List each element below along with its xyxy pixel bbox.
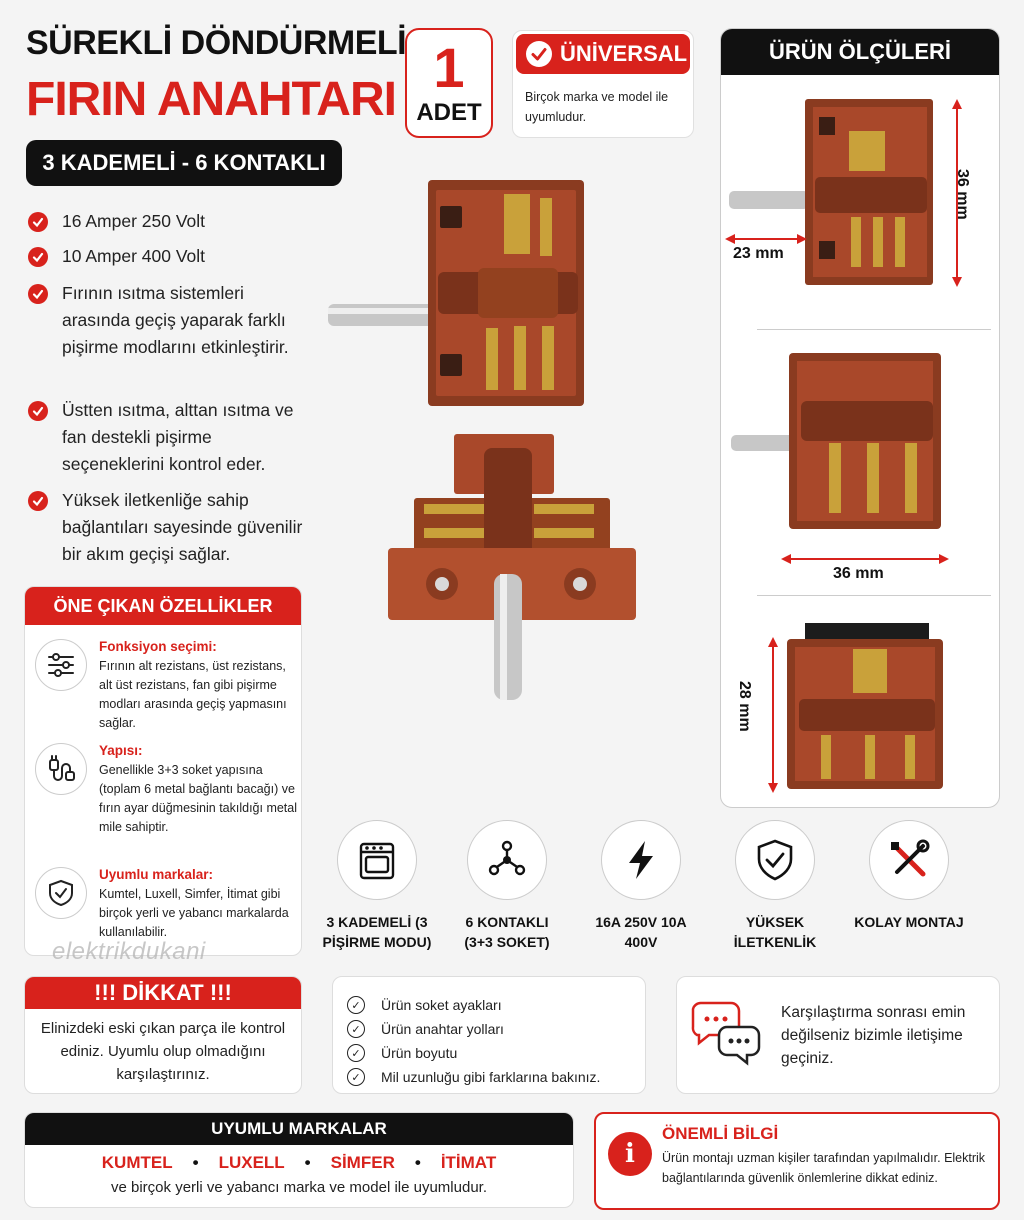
feature-title: Yapısı: [99,743,143,758]
dimension-shaft-label: 23 mm [733,245,784,262]
spec-item-conductivity: YÜKSEK İLETKENLİK [720,820,830,952]
brands-note: ve birçok yerli ve yabancı marka ve mode… [111,1179,487,1196]
bullet-item: Üstten ısıtma, alttan ısıtma ve fan dest… [28,397,300,478]
divider [757,329,991,330]
feature-title: Uyumlu markalar: [99,867,214,882]
brands-title: UYUMLU MARKALAR [25,1113,573,1145]
universal-text: Birçok marka ve model ile uyumludur. [525,90,669,124]
contact-text: Karşılaştırma sonrası emin değilseniz bi… [781,1004,966,1067]
info-icon: i [608,1132,652,1176]
check-icon: ✓ [347,1044,365,1062]
dimensions-title: ÜRÜN ÖLÇÜLERİ [721,29,999,75]
features-panel: ÖNE ÇIKAN ÖZELLİKLER Fonksiyon seçimi: F… [24,586,302,956]
contact-panel: Karşılaştırma sonrası emin değilseniz bi… [676,976,1000,1094]
feature-item: Uyumlu markalar: Kumtel, Luxell, Simfer,… [35,867,297,942]
bullet-item: Yüksek iletkenliğe sahip bağlantıları sa… [28,487,318,568]
spec-label: KOLAY MONTAJ [854,914,964,930]
title-line-1: SÜREKLİ DÖNDÜRMELİ [26,24,407,62]
bullet-text: Üstten ısıtma, alttan ısıtma ve fan dest… [62,400,294,474]
brand-name: İTİMAT [440,1153,497,1172]
spec-item-mounting: KOLAY MONTAJ [854,820,964,932]
plug-icon [35,743,87,795]
check-icon: ✓ [347,1020,365,1038]
sliders-icon [35,639,87,691]
feature-text: Fırının alt rezistans, üst rezistans, al… [99,659,287,730]
oven-icon [337,820,417,900]
brand-name: KUMTEL [101,1153,173,1172]
check-icon [28,247,48,267]
info-title: ÖNEMLİ BİLGİ [662,1124,779,1143]
comparison-checklist: ✓Ürün soket ayakları ✓Ürün anahtar yolla… [332,976,646,1094]
feature-title: Fonksiyon seçimi: [99,639,217,654]
warning-panel: !!! DİKKAT !!! Elinizdeki eski çıkan par… [24,976,302,1094]
bullet-text: Fırının ısıtma sistemleri arasında geçiş… [62,283,289,357]
universal-header: ÜNİVERSAL [516,34,690,74]
check-icon: ✓ [347,996,365,1014]
check-icon: ✓ [347,1068,365,1086]
shield-check-icon [35,867,87,919]
checklist-item: ✓Ürün boyutu [347,1041,645,1065]
checklist-item: ✓Ürün soket ayakları [347,993,645,1017]
dimensions-panel: ÜRÜN ÖLÇÜLERİ 23 mm 36 mm 36 mm [720,28,1000,808]
brand-separator: • [414,1153,421,1172]
watermark-text: elektrikdukani [52,938,206,965]
title-line-2: FIRIN ANAHTARI [26,73,397,126]
important-info-panel: i ÖNEMLİ BİLGİ Ürün montajı uzman kişile… [594,1112,1000,1210]
feature-text: Genellikle 3+3 soket yapısına (toplam 6 … [99,763,298,834]
brand-name: LUXELL [218,1153,285,1172]
quantity-number: 1 [433,36,465,99]
brands-panel: UYUMLU MARKALAR KUMTEL • LUXELL • SİMFER… [24,1112,574,1208]
dimension-image-front [725,99,962,287]
check-icon [28,284,48,304]
features-title: ÖNE ÇIKAN ÖZELLİKLER [25,587,301,625]
bullet-item: 16 Amper 250 Volt [28,208,328,235]
tools-icon [869,820,949,900]
brand-separator: • [192,1153,199,1172]
dimension-image-top [768,623,943,793]
chat-bubbles-icon [691,1001,761,1066]
check-icon [28,212,48,232]
checklist-item: ✓Ürün anahtar yolları [347,1017,645,1041]
spec-item-power: 16A 250V 10A 400V [586,820,696,952]
check-icon [28,401,48,421]
shield-check-icon [735,820,815,900]
divider [757,595,991,596]
dimension-depth-label: 28 mm [736,681,753,732]
feature-text: Kumtel, Luxell, Simfer, İtimat gibi birç… [99,887,289,939]
spec-label: 3 KADEMELİ (3 PİŞİRME MODU) [322,914,432,950]
checklist-item: ✓Mil uzunluğu gibi farklarına bakınız. [347,1065,645,1089]
brand-separator: • [304,1153,311,1172]
universal-box: ÜNİVERSAL Birçok marka ve model ile uyum… [512,30,694,138]
bullet-text: 16 Amper 250 Volt [62,211,206,231]
spec-label: 16A 250V 10A 400V [595,914,687,950]
dimension-image-side [731,353,949,564]
brands-list: KUMTEL • LUXELL • SİMFER • İTİMAT [25,1153,573,1173]
lightning-icon [601,820,681,900]
product-image-front [328,180,584,406]
quantity-box: 1 ADET [405,28,493,138]
bullet-item: 10 Amper 400 Volt [28,243,328,270]
brand-name: SİMFER [330,1153,395,1172]
dimension-width-label: 36 mm [833,565,884,582]
feature-item: Fonksiyon seçimi: Fırının alt rezistans,… [35,639,297,733]
bullet-text: Yüksek iletkenliğe sahip bağlantıları sa… [62,490,303,564]
feature-item: Yapısı: Genellikle 3+3 soket yapısına (t… [35,743,297,837]
spec-label: 6 KONTAKLI (3+3 SOKET) [464,914,550,950]
spec-item-stages: 3 KADEMELİ (3 PİŞİRME MODU) [322,820,432,952]
subtitle-pill: 3 KADEMELİ - 6 KONTAKLI [26,140,342,186]
warning-title: !!! DİKKAT !!! [25,977,301,1009]
spec-item-contacts: 6 KONTAKLI (3+3 SOKET) [452,820,562,952]
spec-label: YÜKSEK İLETKENLİK [733,914,817,950]
bullet-item: Fırının ısıtma sistemleri arasında geçiş… [28,280,290,361]
product-image-bottom [388,434,636,700]
info-text: Ürün montajı uzman kişiler tarafından ya… [662,1151,986,1185]
bullet-text: 10 Amper 400 Volt [62,246,206,266]
universal-title: ÜNİVERSAL [560,41,688,66]
check-icon [28,491,48,511]
check-icon [526,41,552,67]
quantity-unit: ADET [416,99,482,126]
warning-text: Elinizdeki eski çıkan parça ile kontrol … [40,1020,286,1083]
network-icon [467,820,547,900]
dimension-height-label: 36 mm [954,169,971,220]
